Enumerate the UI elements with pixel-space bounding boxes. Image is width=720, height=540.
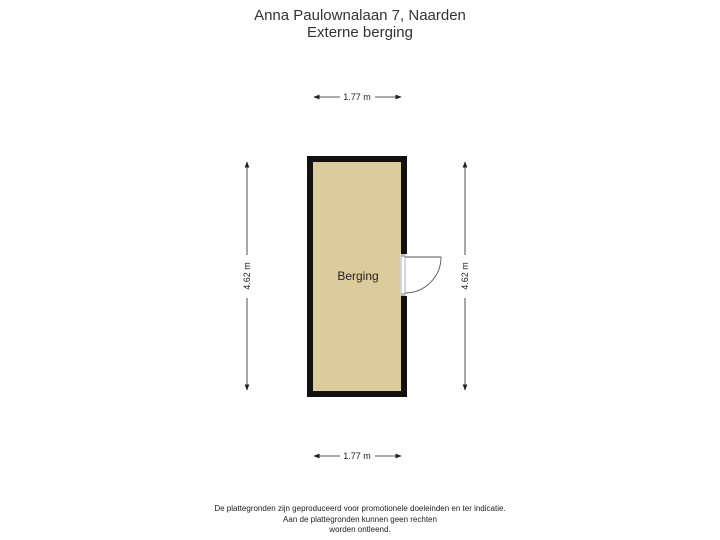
room-label: Berging: [337, 269, 378, 283]
dimension-top: 1.77 m: [313, 92, 402, 102]
dimension-left-label: 4.62 m: [242, 262, 252, 290]
dimension-right: 4.62 m: [460, 161, 470, 391]
dimension-right-label: 4.62 m: [460, 262, 470, 290]
dimension-bottom: 1.77 m: [313, 451, 402, 461]
plan-title-address: Anna Paulownalaan 7, Naarden: [254, 7, 466, 24]
dimension-top-label: 1.77 m: [343, 92, 371, 102]
plan-title-room: Externe berging: [307, 24, 413, 41]
door: [400, 254, 442, 296]
disclaimer-line-1: De plattegronden zijn geproduceerd voor …: [214, 504, 506, 513]
dimension-left: 4.62 m: [242, 161, 252, 391]
room-floor: [313, 162, 401, 391]
door-swing-arc: [404, 256, 442, 294]
dimension-bottom-label: 1.77 m: [343, 451, 371, 461]
disclaimer-line-3: worden ontleend.: [329, 525, 391, 534]
disclaimer: De plattegronden zijn geproduceerd voor …: [0, 504, 720, 536]
disclaimer-line-2: Aan de plattegronden kunnen geen rechten: [283, 514, 437, 524]
